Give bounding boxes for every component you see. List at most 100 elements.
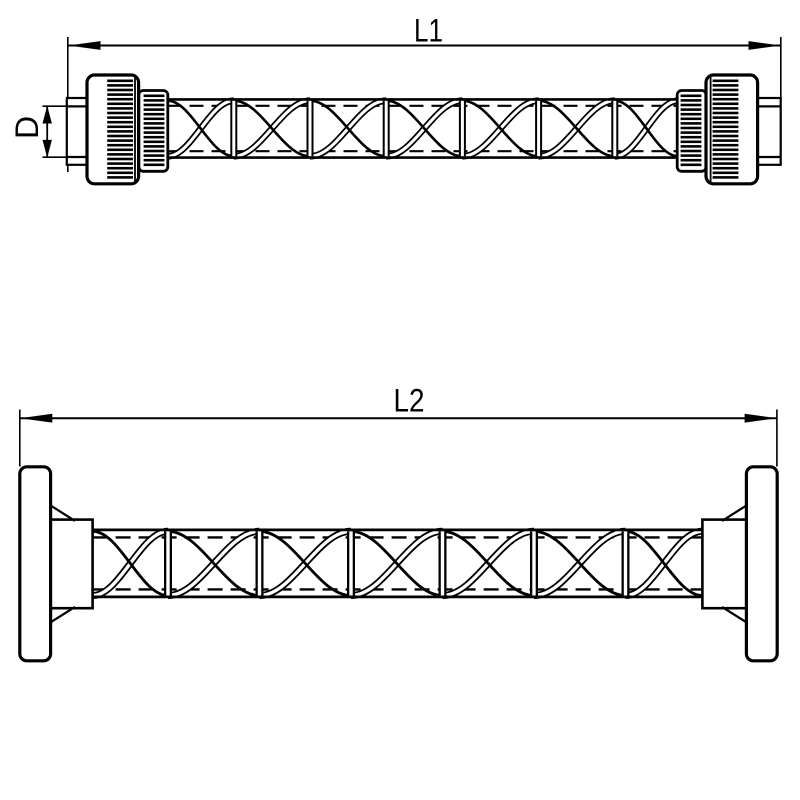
mixer-element-divider-gap <box>232 100 236 157</box>
arrowhead-up-icon <box>42 105 52 124</box>
mixer-element-divider-gap <box>537 100 541 157</box>
mixer-element-divider-gap <box>308 100 312 157</box>
knurl-nut-right <box>712 79 739 179</box>
knurl-rib <box>107 120 133 124</box>
knurl-rib <box>143 149 165 153</box>
knurl-rib <box>680 94 702 98</box>
knurl-rib <box>107 107 133 110</box>
knurl-rib <box>107 111 133 115</box>
knurl-rib <box>712 120 739 124</box>
knurled-nut-right <box>704 73 760 186</box>
knurl-rib <box>143 158 165 162</box>
knurl-rib <box>680 126 702 130</box>
knurl-rib <box>680 103 702 107</box>
knurl-rib <box>143 131 165 134</box>
arrowhead-left-icon <box>20 413 53 423</box>
hub-right <box>701 518 748 610</box>
mixer-tube <box>92 527 703 599</box>
knurl-rib <box>712 93 739 96</box>
knurl-rib <box>680 158 702 162</box>
knurl-collar-right <box>680 94 702 167</box>
knurl-rib <box>680 99 702 102</box>
helix-strand <box>614 99 679 158</box>
knurl-rib <box>143 103 165 107</box>
mixer-threaded <box>65 73 782 186</box>
knurl-rib <box>712 102 739 106</box>
helix-strand <box>167 99 234 158</box>
knurl-rib <box>107 143 133 147</box>
knurl-rib <box>107 139 133 142</box>
knurl-rib <box>712 107 739 110</box>
helix-strand <box>442 529 535 597</box>
knurl-rib <box>143 145 165 148</box>
taper-line <box>50 605 76 624</box>
dimension-d-label: D <box>9 116 45 139</box>
taper-line <box>721 605 747 624</box>
knurl-rib <box>680 149 702 153</box>
knurl-rib <box>712 134 739 138</box>
helix-strand <box>625 529 703 597</box>
knurl-rib <box>107 157 133 161</box>
mixer-element-divider-gap <box>384 100 388 157</box>
knurl-rib <box>712 171 739 175</box>
knurl-rib <box>712 116 739 119</box>
knurl-rib <box>107 148 133 152</box>
helix-strand <box>233 99 311 158</box>
knurl-rib <box>680 135 702 139</box>
knurl-rib <box>680 140 702 144</box>
knurl-rib <box>712 125 739 129</box>
mixer-element-divider-gap <box>257 531 262 596</box>
knurl-rib <box>107 93 133 96</box>
mixer-element-divider-gap <box>613 100 617 157</box>
knurl-rib <box>712 166 739 170</box>
knurl-rib <box>712 88 739 92</box>
helix-strand <box>259 529 352 597</box>
knurl-rib <box>107 166 133 170</box>
arrowhead-right-icon <box>744 413 777 423</box>
knurl-rib <box>712 97 739 101</box>
dimension-l2: L2 <box>18 383 778 467</box>
outlet-tip <box>755 96 782 166</box>
knurl-rib <box>712 176 739 179</box>
knurl-rib <box>143 122 165 125</box>
knurl-rib <box>107 116 133 119</box>
knurl-rib <box>680 163 702 167</box>
helix-strand <box>167 529 260 597</box>
mixer-element-divider-gap <box>440 531 445 596</box>
knurl-rib <box>107 88 133 92</box>
flange-left <box>18 465 53 663</box>
knurl-rib <box>712 111 739 115</box>
mixer-element-divider-gap <box>532 531 536 596</box>
knurl-rib <box>107 176 133 179</box>
knurl-rib <box>107 171 133 175</box>
knurl-rib <box>107 84 133 87</box>
knurl-rib <box>107 153 133 156</box>
knurl-rib <box>143 140 165 144</box>
knurl-rib <box>680 131 702 134</box>
knurl-rib <box>712 153 739 156</box>
taper-line <box>50 504 76 522</box>
knurl-rib <box>712 143 739 147</box>
helix-strand <box>386 99 463 158</box>
knurl-rib <box>107 79 133 83</box>
mixer-element-divider-gap <box>166 531 170 596</box>
knurl-rib <box>712 148 739 152</box>
knurl-rib <box>712 139 739 142</box>
arrowhead-left-icon <box>68 41 101 50</box>
arrowhead-right-icon <box>748 41 781 50</box>
knurl-rib <box>143 108 165 111</box>
knurl-rib <box>712 84 739 87</box>
knurl-rib <box>680 108 702 111</box>
knurl-rib <box>107 102 133 106</box>
dimension-l1-label: L1 <box>414 13 443 49</box>
knurl-rib <box>143 126 165 130</box>
knurl-rib <box>107 97 133 101</box>
knurl-rib <box>107 162 133 165</box>
knurled-nut-left <box>85 73 141 186</box>
knurl-rib <box>712 79 739 83</box>
knurl-rib <box>712 162 739 165</box>
knurl-rib <box>143 94 165 98</box>
flange-right <box>744 465 779 663</box>
